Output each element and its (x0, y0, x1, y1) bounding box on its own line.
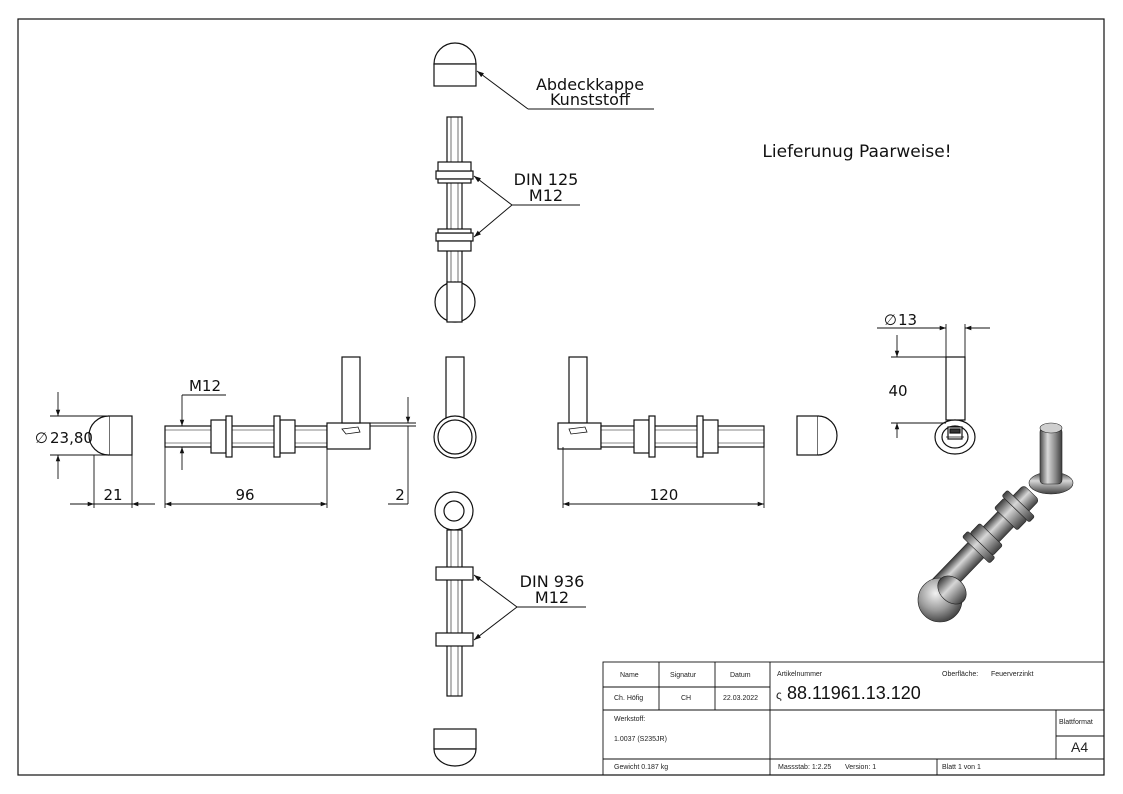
dim-40: 40 (888, 382, 907, 400)
left-dimensions (50, 392, 416, 508)
cap-label-line2: Kunststoff (550, 90, 631, 109)
bottom-cap-view (433, 728, 477, 767)
drafter-name: Ch. Höfig (614, 695, 644, 702)
oberflaeche-label: Oberfläche: (942, 671, 979, 678)
blatt: Blatt 1 von 1 (942, 764, 981, 771)
delivery-note: Lieferunug Paarweise! (762, 142, 951, 162)
drafter-signatur: CH (681, 695, 692, 702)
pin-detail-view (934, 356, 976, 455)
dim-21: 21 (103, 486, 122, 504)
oberflaeche-value: Feuerverzinkt (991, 671, 1034, 678)
dim-cap-diameter: 23,80 (50, 429, 93, 447)
center-end-view (433, 356, 477, 459)
din936-label: DIN 936 (520, 572, 585, 591)
left-cap-view (88, 415, 133, 456)
bottom-bolt-view (434, 491, 474, 697)
artikelnummer: 88.11961.13.120 (787, 683, 921, 703)
din936-callout: DIN 936 M12 (473, 572, 586, 641)
massstab: Massstab: 1:2.25 (778, 764, 832, 771)
din936-thread-label: M12 (535, 588, 569, 607)
blattformat-label: Blattformat (1059, 719, 1093, 726)
din125-thread-label: M12 (529, 186, 563, 205)
din125-label: DIN 125 (514, 170, 579, 189)
din125-callout: DIN 125 M12 (473, 170, 580, 238)
dim-96: 96 (235, 486, 254, 504)
header-signatur: Signatur (670, 672, 697, 679)
dim-2: 2 (395, 486, 405, 504)
sheet-border (17, 18, 1105, 776)
werkstoff-value: 1.0037 (S235JR) (614, 736, 667, 743)
diameter-symbol: ∅ (35, 429, 48, 447)
right-cap-view (796, 415, 838, 456)
header-datum: Datum (730, 672, 751, 679)
dim-pin-diameter: 13 (898, 311, 917, 329)
pin-dimensions (877, 324, 990, 438)
blattformat-value: A4 (1071, 739, 1089, 755)
cap-callout: Abdeckkappe Kunststoff (476, 70, 654, 110)
gewicht: Gewicht 0.187 kg (614, 764, 669, 771)
top-cap-view (433, 42, 477, 87)
drawing-date: 22.03.2022 (723, 695, 759, 702)
right-dimension-120 (562, 447, 765, 508)
top-bolt-view (434, 116, 476, 323)
header-name: Name (620, 672, 639, 679)
dim-120: 120 (650, 486, 679, 504)
artikelnummer-prefix: ς (776, 688, 782, 702)
cap-label-line1: Abdeckkappe (536, 75, 644, 94)
right-bolt-view (557, 356, 765, 458)
title-block-frame (602, 661, 1105, 776)
version: Version: 1 (845, 764, 877, 771)
artikelnummer-label: Artikelnummer (777, 671, 823, 678)
pin-diameter-symbol: ∅ (884, 311, 897, 329)
isometric-render (917, 422, 1074, 623)
left-bolt-view (164, 356, 371, 458)
dim-m12: M12 (189, 377, 221, 395)
werkstoff-label: Werkstoff: (614, 716, 646, 723)
